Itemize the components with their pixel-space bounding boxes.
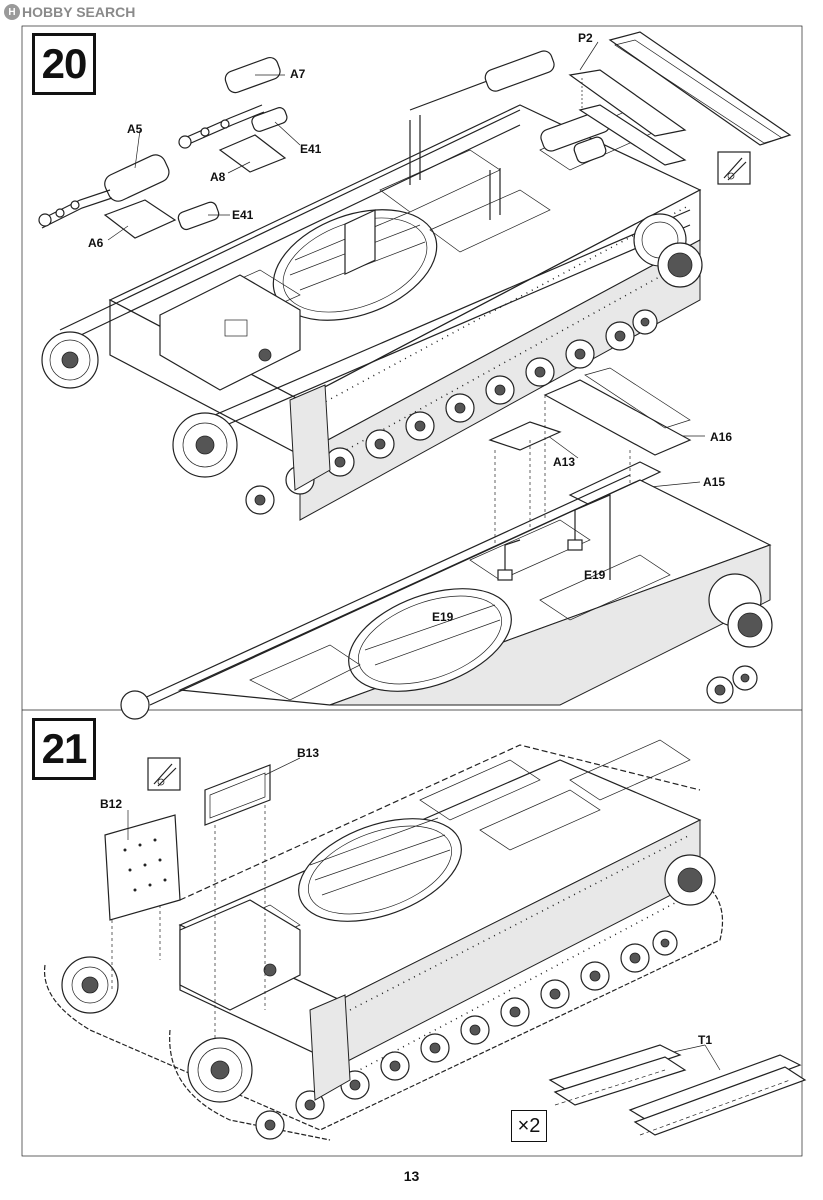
part-label-a13: A13: [553, 455, 576, 469]
step20-plates-exploded: [488, 367, 692, 545]
step20-exhaust-parts-left: [38, 56, 288, 239]
step20-hull-main: [41, 104, 703, 521]
part-label-a16: A16: [710, 430, 733, 444]
quantity-box: ×2: [511, 1110, 547, 1142]
part-label-a7: A7: [290, 67, 306, 81]
part-label-b13: B13: [297, 746, 320, 760]
step-21-number: 21: [32, 718, 96, 780]
quantity-text: ×2: [517, 1114, 541, 1137]
step21-plates-exploded: [104, 757, 721, 1071]
page-frame: [21, 25, 803, 1157]
step21-hull: [43, 739, 724, 1141]
part-label-e19-left: E19: [432, 610, 454, 624]
step-20-number-text: 20: [41, 40, 88, 87]
step20-rear-plate-assembly: [568, 31, 792, 185]
part-label-a6: A6: [88, 236, 104, 250]
part-label-e41-upper: E41: [300, 142, 322, 156]
page-number: 13: [403, 1168, 420, 1184]
part-label-a8: A8: [210, 170, 226, 184]
part-label-a15: A15: [703, 475, 726, 489]
part-label-e19-right: E19: [584, 568, 606, 582]
step-20-number: 20: [32, 33, 96, 95]
step20-hull-lower: [120, 474, 773, 720]
watermark-logo-icon: H: [4, 4, 20, 20]
part-label-a5: A5: [127, 122, 143, 136]
part-label-e41-lower: E41: [232, 208, 254, 222]
step-21-number-text: 21: [41, 725, 88, 772]
part-label-b12: B12: [100, 797, 123, 811]
hobby-search-watermark: H HOBBY SEARCH: [4, 4, 135, 20]
part-label-p2: P2: [578, 31, 593, 45]
watermark-text: HOBBY SEARCH: [22, 4, 136, 20]
part-label-t1: T1: [698, 1033, 713, 1047]
step21-track-links: [548, 1044, 807, 1136]
